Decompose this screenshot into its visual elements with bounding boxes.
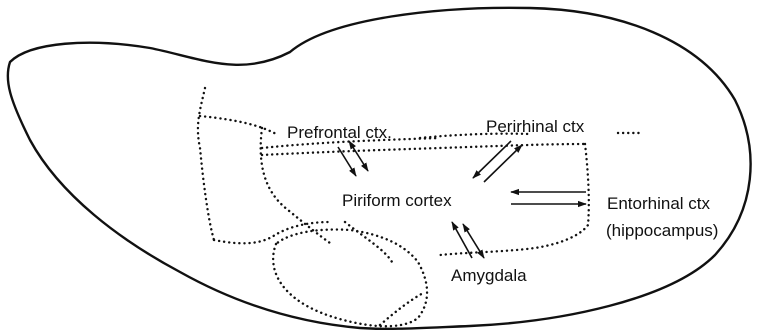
rhinal-line-boundary [262, 144, 585, 155]
olfactory-bulb-boundary [198, 88, 214, 240]
arrow-prefrontal-to-piriform [349, 141, 368, 171]
entorhinal-piriform-arrows [511, 192, 586, 204]
frontal-region-boundary [200, 116, 278, 135]
arrow-piriform-to-perirhinal [484, 145, 522, 182]
piriform-side-boundary [345, 222, 392, 262]
perirhinal-label: Perirhinal ctx [486, 117, 585, 136]
orbital-boundary [261, 128, 330, 243]
prefrontal-piriform-arrows [338, 141, 368, 176]
entorhinal-boundary [440, 144, 589, 255]
piriform-label: Piriform cortex [342, 191, 452, 210]
brain-outline [8, 8, 751, 329]
hippocampus-label: (hippocampus) [606, 221, 718, 240]
amygdala-label: Amygdala [451, 266, 527, 285]
prefrontal-label: Prefrontal ctx. [287, 123, 392, 142]
amygdala-region-boundary [273, 230, 427, 327]
medial-boundary [380, 292, 425, 325]
entorhinal-label: Entorhinal ctx [607, 194, 710, 213]
amygdala-piriform-arrows [452, 222, 484, 258]
piriform-lower-boundary [214, 222, 330, 243]
